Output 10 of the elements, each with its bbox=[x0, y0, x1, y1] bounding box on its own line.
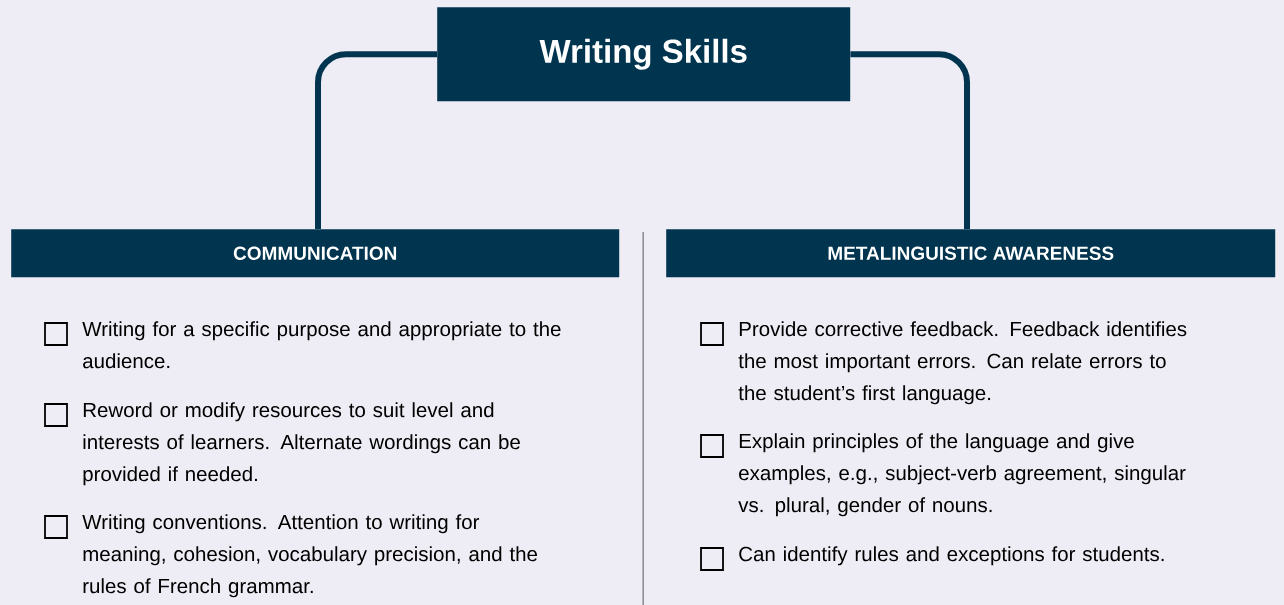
category-header: METALINGUISTIC AWARENESS bbox=[666, 229, 1276, 278]
checklist-item: Explain principles of the language and give examples, e.g., subject-verb agreement, singular vs. plural, gender of nouns. bbox=[738, 433, 1186, 517]
checklist-item: Can identify rules and exceptions for students. bbox=[739, 546, 1164, 566]
category-header: COMMUNICATION bbox=[11, 229, 620, 278]
checklist-item: Writing conventions. Attention to writing for meaning, cohesion, vocabulary precision, and the rules of French grammar. bbox=[82, 514, 538, 598]
checklist-item: Writing for a specific purpose and appropriate to the audience. bbox=[82, 321, 561, 369]
connector-line bbox=[850, 51, 970, 229]
checklist-item: Reword or modify resources to suit level and interests of learners. Alternate wordings can be provided if needed. bbox=[83, 402, 520, 486]
checklist-item: Provide corrective feedback. Feedback identifies the most important errors. Can relate errors to the student’s first language. bbox=[738, 321, 1187, 405]
title-box: Writing Skills bbox=[437, 7, 851, 102]
